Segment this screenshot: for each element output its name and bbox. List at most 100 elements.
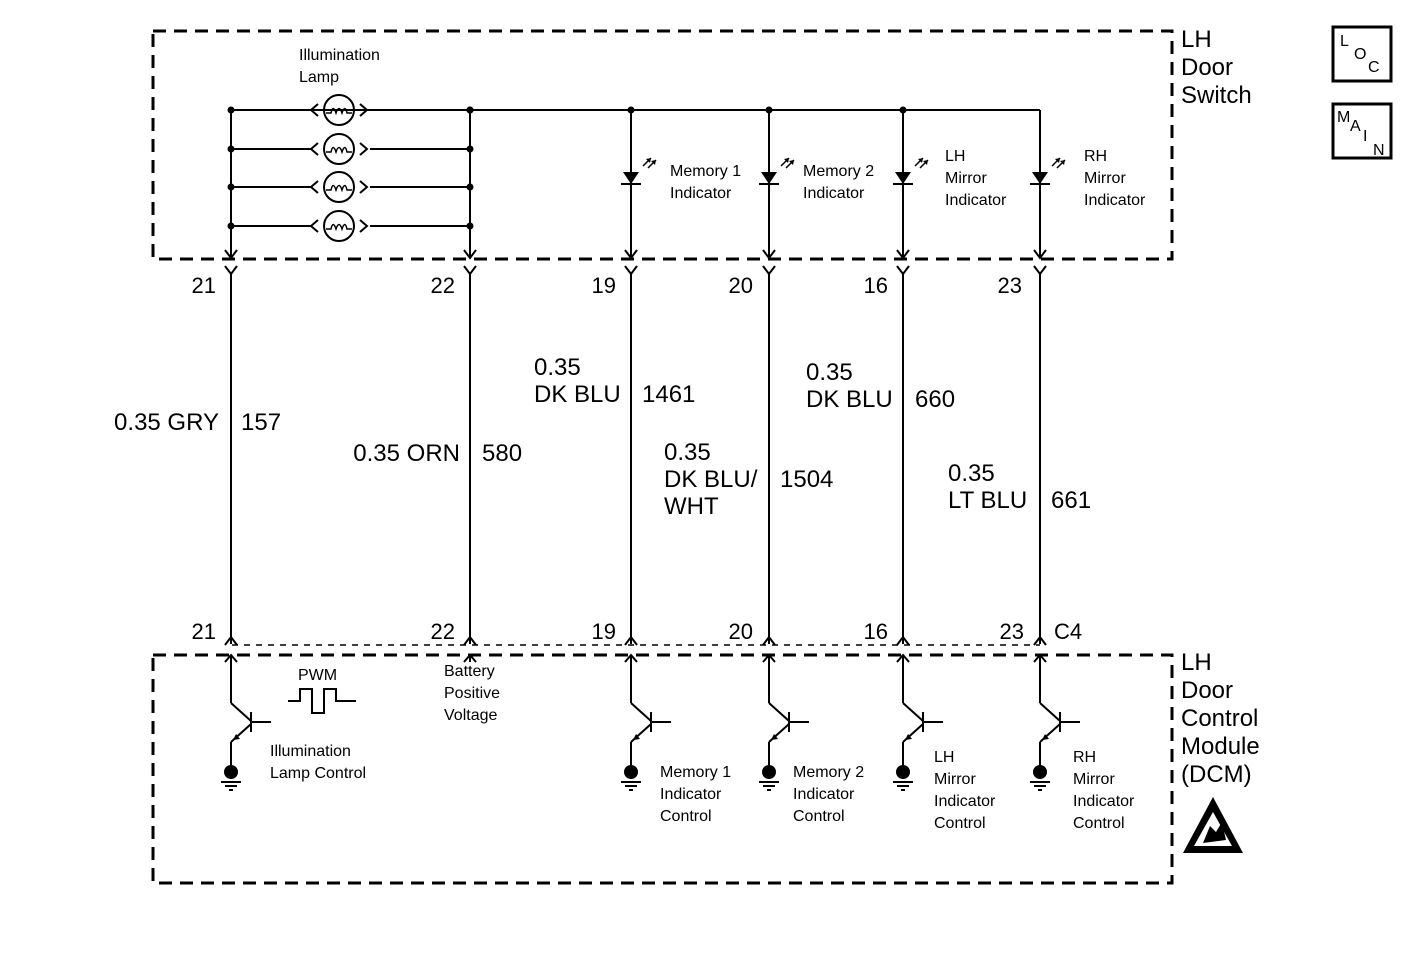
svg-text:Mirror: Mirror bbox=[1084, 170, 1126, 187]
svg-text:N: N bbox=[1373, 142, 1385, 159]
svg-text:LH: LH bbox=[1181, 26, 1212, 53]
transistor-driver bbox=[759, 655, 809, 791]
svg-text:Memory 2: Memory 2 bbox=[793, 764, 864, 781]
driver-transistors bbox=[221, 655, 1080, 791]
wire-color: 0.35 GRY bbox=[114, 409, 219, 436]
harness-wire bbox=[624, 249, 638, 663]
led-indicator bbox=[759, 110, 795, 258]
svg-text:Memory 1: Memory 1 bbox=[670, 163, 741, 180]
harness-wires bbox=[224, 249, 1047, 663]
svg-text:Voltage: Voltage bbox=[444, 707, 497, 724]
svg-text:Control: Control bbox=[934, 815, 986, 832]
svg-text:RH: RH bbox=[1084, 148, 1107, 165]
svg-text:Memory 1: Memory 1 bbox=[660, 764, 731, 781]
wire-color: DK BLU/ bbox=[664, 466, 758, 493]
circuit-number: 660 bbox=[915, 386, 955, 413]
wire-color: 0.35 bbox=[664, 439, 711, 466]
svg-text:O: O bbox=[1354, 46, 1366, 63]
svg-text:Mirror: Mirror bbox=[1073, 771, 1115, 788]
wire-color: 0.35 bbox=[806, 359, 853, 386]
pin-bottom: 20 bbox=[729, 619, 753, 644]
svg-text:RH: RH bbox=[1073, 749, 1096, 766]
pin-top: 19 bbox=[592, 273, 616, 298]
connector-label: C4 bbox=[1054, 619, 1082, 644]
svg-text:Door: Door bbox=[1181, 54, 1233, 81]
svg-text:Indicator: Indicator bbox=[670, 185, 732, 202]
svg-text:Lamp: Lamp bbox=[299, 69, 339, 86]
wire-color: 0.35 bbox=[534, 354, 581, 381]
transistor-driver bbox=[221, 655, 271, 791]
lamp-bulb bbox=[227, 210, 474, 242]
illumination-lamps bbox=[227, 94, 474, 242]
lamp-bulb bbox=[227, 94, 474, 126]
pin-bottom: 16 bbox=[864, 619, 888, 644]
indicator-labels: Memory 1 Indicator Memory 2 Indicator LH… bbox=[670, 148, 1146, 209]
svg-text:Indicator: Indicator bbox=[934, 793, 996, 810]
svg-text:Indicator: Indicator bbox=[1073, 793, 1135, 810]
pin-top: 21 bbox=[192, 273, 216, 298]
svg-text:I: I bbox=[1363, 128, 1367, 145]
pin-top: 22 bbox=[431, 273, 455, 298]
svg-text:A: A bbox=[1350, 118, 1361, 135]
wire-color: 0.35 ORN bbox=[353, 440, 460, 467]
svg-text:Mirror: Mirror bbox=[934, 771, 976, 788]
wire-color: LT BLU bbox=[948, 487, 1027, 514]
main-icon[interactable]: M A I N bbox=[1331, 102, 1393, 160]
esd-warning-icon bbox=[1183, 797, 1243, 853]
svg-text:Module: Module bbox=[1181, 733, 1260, 760]
pin-top: 23 bbox=[998, 273, 1022, 298]
svg-text:Control: Control bbox=[1073, 815, 1125, 832]
svg-text:Battery: Battery bbox=[444, 663, 495, 680]
circuit-number: 1461 bbox=[642, 381, 695, 408]
svg-text:C: C bbox=[1368, 59, 1380, 76]
svg-text:Control: Control bbox=[793, 808, 845, 825]
switch-box-title: LH Door Switch bbox=[1181, 26, 1252, 109]
harness-wire bbox=[463, 249, 477, 663]
svg-text:Door: Door bbox=[1181, 677, 1233, 704]
module-labels: Illumination Lamp Control Battery Positi… bbox=[270, 663, 1135, 832]
led-indicator bbox=[1030, 110, 1066, 258]
harness-wire bbox=[1033, 249, 1047, 663]
pin-bottom: 22 bbox=[431, 619, 455, 644]
svg-text:Memory 2: Memory 2 bbox=[803, 163, 874, 180]
harness-wire bbox=[762, 249, 776, 663]
indicator-leds bbox=[621, 110, 1066, 258]
svg-text:PWM: PWM bbox=[298, 667, 337, 684]
svg-text:Indicator: Indicator bbox=[1084, 192, 1146, 209]
wire-labels: 0.35 GRY 157 0.35 ORN 580 0.35 DK BLU 14… bbox=[114, 354, 1091, 520]
lh-door-control-module-box bbox=[151, 653, 1174, 885]
circuit-number: 157 bbox=[241, 409, 281, 436]
pin-bottom: 21 bbox=[192, 619, 216, 644]
svg-text:Indicator: Indicator bbox=[793, 786, 855, 803]
svg-text:Indicator: Indicator bbox=[945, 192, 1007, 209]
pin-top: 16 bbox=[864, 273, 888, 298]
circuit-number: 661 bbox=[1051, 487, 1091, 514]
svg-text:Indicator: Indicator bbox=[660, 786, 722, 803]
pin-numbers-top: 21 22 19 20 16 23 bbox=[192, 273, 1022, 298]
wire-color: 0.35 bbox=[948, 460, 995, 487]
pin-numbers-bottom: 21 22 19 20 16 23 C4 bbox=[192, 619, 1083, 644]
pin-bottom: 23 bbox=[1000, 619, 1024, 644]
led-indicator bbox=[621, 110, 657, 258]
svg-text:Illumination: Illumination bbox=[299, 47, 380, 64]
led-indicator bbox=[893, 110, 929, 258]
svg-text:LH: LH bbox=[1181, 649, 1212, 676]
svg-text:Lamp Control: Lamp Control bbox=[270, 765, 366, 782]
svg-text:Mirror: Mirror bbox=[945, 170, 987, 187]
module-box-title: LH Door Control Module (DCM) bbox=[1181, 649, 1260, 788]
svg-text:LH: LH bbox=[934, 749, 954, 766]
transistor-driver bbox=[893, 655, 943, 791]
svg-text:Switch: Switch bbox=[1181, 82, 1252, 109]
pwm-symbol: PWM bbox=[288, 667, 356, 714]
harness-wire bbox=[224, 249, 238, 663]
lamp-bulb bbox=[227, 171, 474, 203]
svg-text:Positive: Positive bbox=[444, 685, 500, 702]
lh-door-switch-box bbox=[151, 29, 1174, 261]
svg-text:Illumination: Illumination bbox=[270, 743, 351, 760]
circuit-number: 1504 bbox=[780, 466, 833, 493]
svg-text:Indicator: Indicator bbox=[803, 185, 865, 202]
wire-color: DK BLU bbox=[806, 386, 893, 413]
loc-icon[interactable]: L O C bbox=[1331, 25, 1393, 83]
circuit-number: 580 bbox=[482, 440, 522, 467]
